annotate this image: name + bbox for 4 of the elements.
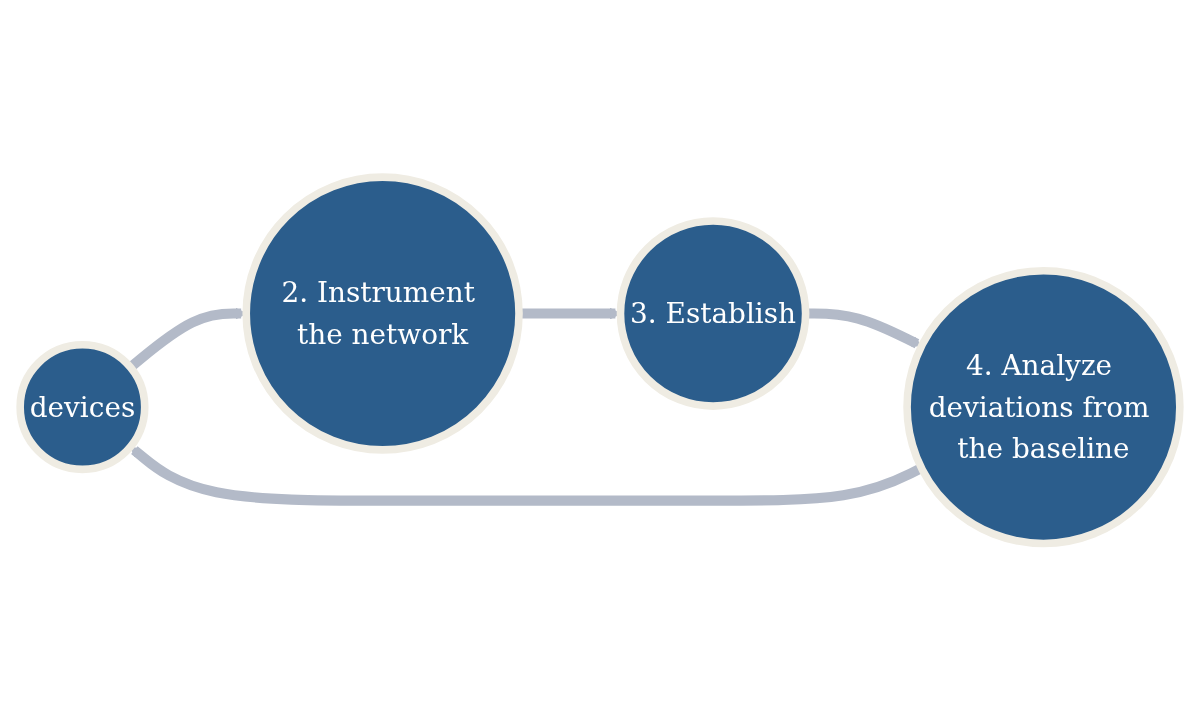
node-circle: 2. Instrument the network (242, 173, 523, 454)
node-circle: 4. Analyze deviations from the baseline (903, 266, 1184, 547)
node-circle: 3. Establish (616, 216, 810, 410)
node-circle: devices (16, 340, 149, 473)
